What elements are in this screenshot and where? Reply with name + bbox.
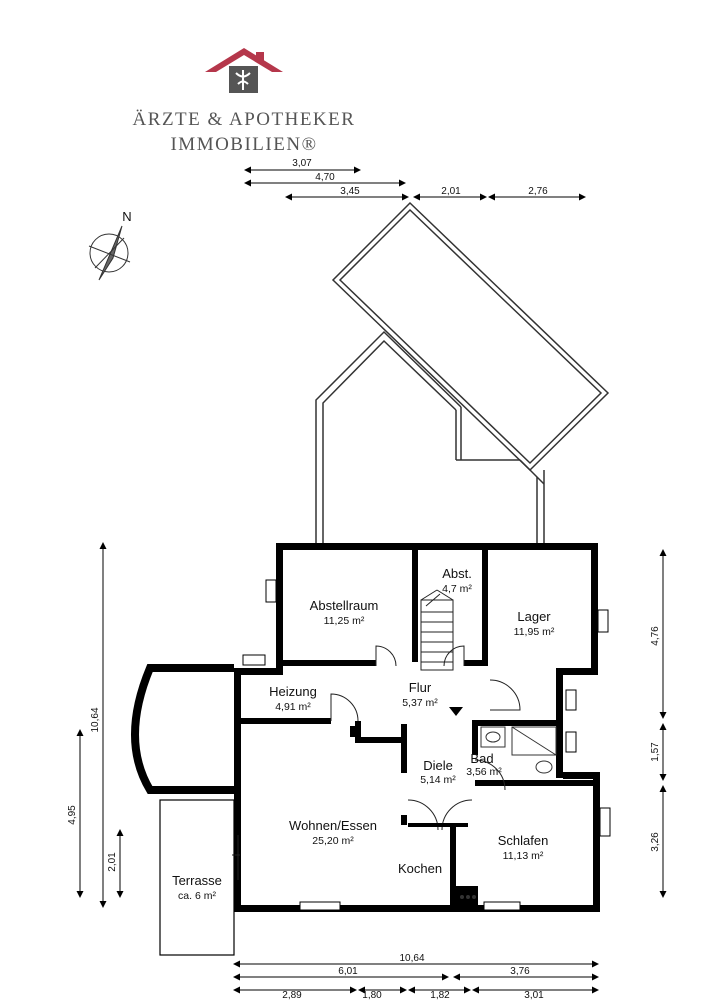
room-lager-name: Lager <box>517 609 551 624</box>
dim-bottom-3: 2,89 <box>282 990 302 1000</box>
brand-line-1: ÄRZTE & APOTHEKER <box>133 109 356 130</box>
dim-top-3: 2,01 <box>441 186 461 197</box>
room-abst-area: 4,7 m² <box>442 583 472 595</box>
room-flur-name: Flur <box>409 680 432 695</box>
entrance-arrow-icon <box>449 707 463 716</box>
room-bad-area: 3,56 m² <box>466 766 502 778</box>
left-dimensions <box>76 542 124 908</box>
dim-bottom-6: 3,01 <box>524 990 544 1000</box>
room-abstellraum-area: 11,25 m² <box>324 615 365 627</box>
room-diele-area: 5,14 m² <box>420 774 456 786</box>
room-schlafen-area: 11,13 m² <box>503 850 544 862</box>
dim-bottom-0: 10,64 <box>399 953 424 964</box>
dim-bottom-4: 1,80 <box>362 990 382 1000</box>
room-terrasse-area: ca. 6 m² <box>178 890 216 902</box>
room-heizung-area: 4,91 m² <box>275 701 311 713</box>
room-lager-area: 11,95 m² <box>514 626 555 638</box>
room-kochen-name: Kochen <box>398 861 442 876</box>
roof-outline <box>315 201 610 543</box>
dim-top-0: 3,07 <box>292 158 312 169</box>
dim-left-0: 10,64 <box>90 707 101 732</box>
house-logo-icon <box>205 48 283 93</box>
dim-bottom-5: 1,82 <box>430 990 450 1000</box>
room-flur-area: 5,37 m² <box>402 697 438 709</box>
bath-fixtures <box>480 726 557 774</box>
room-abstellraum-name: Abstellraum <box>310 598 379 613</box>
room-wohnen-name: Wohnen/Essen <box>289 818 377 833</box>
dim-right-2: 3,26 <box>650 832 661 852</box>
brand-line-2: IMMOBILIEN® <box>170 134 317 155</box>
room-wohnen-area: 25,20 m² <box>312 835 354 847</box>
dim-bottom-2: 3,76 <box>510 966 530 977</box>
room-terrasse-name: Terrasse <box>172 873 222 888</box>
bottom-dimensions <box>233 960 599 994</box>
dim-top-2: 3,45 <box>340 186 360 197</box>
dim-top-1: 4,70 <box>315 172 335 183</box>
stairs <box>420 589 454 671</box>
room-bad-name: Bad <box>470 751 493 766</box>
room-abst-name: Abst. <box>442 566 472 581</box>
dim-bottom-1: 6,01 <box>338 966 358 977</box>
stove-icon <box>460 895 476 899</box>
dim-top-4: 2,76 <box>528 186 548 197</box>
compass-north-label: N <box>122 209 131 224</box>
room-heizung-name: Heizung <box>269 684 317 699</box>
compass-icon <box>88 225 131 281</box>
company-logo: ÄRZTE & APOTHEKER IMMOBILIEN® <box>133 48 356 155</box>
room-schlafen-name: Schlafen <box>498 833 549 848</box>
dim-left-2: 2,01 <box>107 852 118 872</box>
walls <box>234 543 600 912</box>
dim-left-1: 4,95 <box>67 805 78 825</box>
terrace <box>131 664 235 956</box>
windows <box>242 579 611 911</box>
top-dimensions <box>244 166 586 201</box>
dim-right-1: 1,57 <box>650 742 661 762</box>
room-diele-name: Diele <box>423 758 453 773</box>
dim-right-0: 4,76 <box>650 626 661 646</box>
